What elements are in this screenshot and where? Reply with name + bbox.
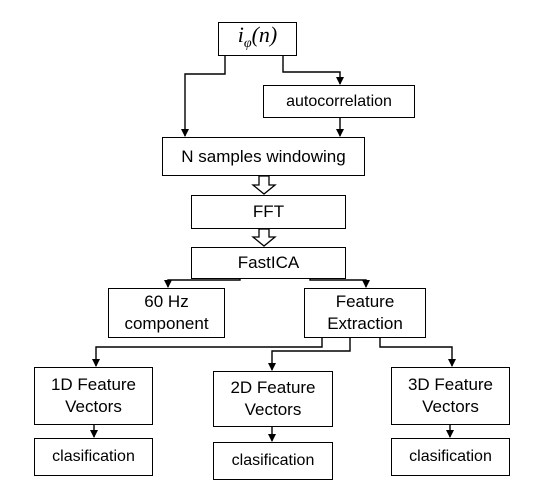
- hollow-arrow-windowing-to-fft: [251, 175, 277, 195]
- arrow-feature-to-3d: [379, 338, 456, 367]
- node-classification-3: clasification: [391, 438, 510, 476]
- node-input: iφ(n): [218, 22, 297, 56]
- node-feature-extraction: Feature Extraction: [304, 288, 426, 338]
- node-2d-feature-vectors: 2D Feature Vectors: [213, 371, 333, 427]
- arrow-fastica-to-feature-extraction: [309, 278, 370, 288]
- node-60hz-component: 60 Hz component: [108, 288, 225, 338]
- hollow-arrow-fft-to-fastica: [251, 228, 277, 247]
- arrow-feature-to-1d: [92, 338, 323, 367]
- input-signal-label: iφ(n): [237, 21, 278, 51]
- node-fft: FFT: [191, 195, 346, 229]
- arrow-feature-to-2d: [268, 338, 351, 371]
- arrow-input-to-windowing: [181, 55, 226, 137]
- node-windowing: N samples windowing: [162, 137, 365, 176]
- node-classification-1: clasification: [34, 438, 153, 476]
- node-autocorrelation: autocorrelation: [263, 85, 415, 118]
- node-3d-feature-vectors: 3D Feature Vectors: [391, 367, 510, 425]
- node-fastica: FastICA: [191, 247, 346, 279]
- node-classification-2: clasification: [213, 442, 333, 480]
- node-1d-feature-vectors: 1D Feature Vectors: [34, 367, 153, 425]
- arrow-fastica-to-60hz: [164, 278, 241, 288]
- arrow-input-to-autocorrelation: [282, 55, 344, 85]
